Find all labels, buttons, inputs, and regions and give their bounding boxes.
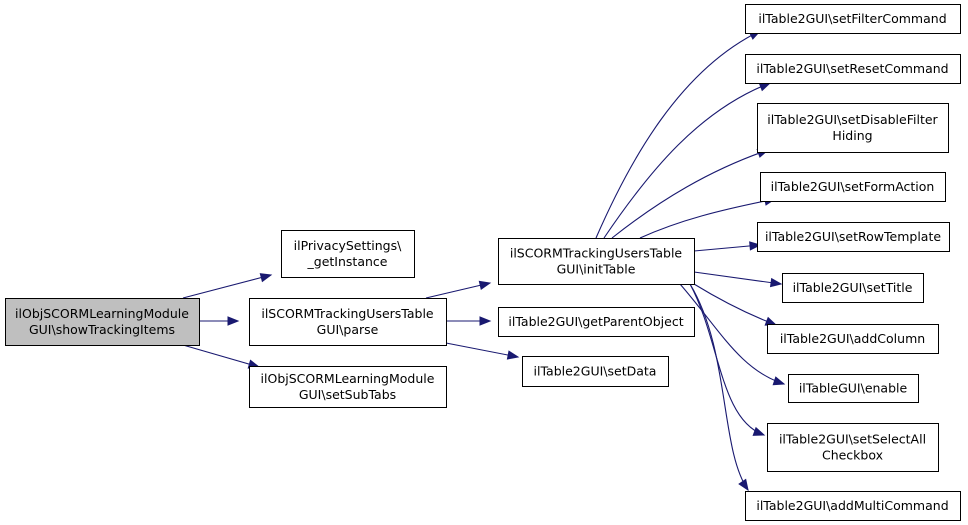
node-label-line: ilObjSCORMLearningModule (261, 371, 435, 386)
node-box (522, 356, 669, 387)
node-box (788, 374, 919, 403)
node-label-line: GUI\parse (317, 322, 379, 337)
node-label-line: ilTable2GUI\addMultiCommand (756, 498, 948, 513)
node-label-line: ilTable2GUI\setFilterCommand (758, 11, 946, 26)
node-label-line: ilPrivacySettings\ (294, 238, 402, 253)
node-label-line: ilTable2GUI\getParentObject (508, 314, 683, 329)
node-label-line: ilSCORMTrackingUsersTable (261, 306, 434, 321)
edges-layer (182, 30, 786, 492)
node-privacy[interactable]: ilPrivacySettings\_getInstance (281, 230, 415, 278)
edge-line (445, 342, 519, 358)
node-box (760, 172, 946, 202)
node-label-line: GUI\setSubTabs (299, 387, 396, 402)
edge-line (679, 283, 785, 385)
edge-line (425, 282, 491, 299)
node-getparent[interactable]: ilTable2GUI\getParentObject (498, 307, 695, 337)
node-label-line: ilTable2GUI\setSelectAll (779, 432, 926, 447)
edge-inittable-to-title (693, 271, 783, 288)
edge-line (595, 30, 761, 239)
edge-root-to-subtabs (182, 344, 261, 369)
edge-line (182, 344, 260, 368)
edge-line (611, 149, 769, 239)
node-box (757, 222, 950, 252)
edge-line (693, 271, 782, 285)
node-label-line: _getInstance (307, 254, 388, 269)
edge-inittable-to-rowtemplate (693, 241, 762, 252)
edge-line (693, 244, 761, 252)
node-box (5, 298, 200, 346)
node-root[interactable]: ilObjSCORMLearningModuleGUI\showTracking… (5, 298, 200, 346)
edge-root-to-privacy (182, 273, 273, 299)
node-label-line: ilTable2GUI\setData (534, 364, 657, 379)
arrowhead-icon (764, 316, 778, 326)
node-title[interactable]: ilTable2GUI\setTitle (782, 273, 924, 303)
edge-line (603, 82, 771, 239)
edge-parse-to-setdata (445, 342, 520, 360)
arrowhead-icon (506, 350, 520, 360)
node-label-line: ilTable2GUI\addColumn (780, 331, 925, 346)
node-box (767, 423, 939, 472)
node-formaction[interactable]: ilTable2GUI\setFormAction (760, 172, 946, 202)
node-label-line: Hiding (832, 128, 872, 143)
edge-inittable-to-multicommand (689, 283, 749, 492)
arrowhead-icon (478, 280, 492, 291)
nodes-layer: ilObjSCORMLearningModuleGUI\showTracking… (5, 4, 961, 521)
arrowhead-icon (752, 426, 766, 436)
node-reset[interactable]: ilTable2GUI\setResetCommand (745, 54, 961, 84)
node-box (745, 491, 961, 521)
node-addcolumn[interactable]: ilTable2GUI\addColumn (767, 324, 939, 354)
node-box (745, 54, 961, 84)
edge-parse-to-getparent (446, 316, 492, 326)
node-box (782, 273, 924, 303)
node-label-line: GUI\initTable (557, 262, 636, 277)
edge-line (639, 198, 776, 239)
node-box (249, 298, 447, 346)
edge-parse-to-inittable (425, 280, 492, 299)
node-label-line: ilTable2GUI\setRowTemplate (765, 229, 941, 244)
arrowhead-icon (758, 82, 772, 92)
arrowhead-icon (259, 273, 273, 283)
edge-inittable-to-selectall (689, 283, 766, 436)
edge-root-to-parse (199, 316, 240, 326)
node-enable[interactable]: ilTableGUI\enable (788, 374, 919, 403)
node-label-line: ilTable2GUI\setFormAction (771, 179, 935, 194)
node-box (281, 230, 415, 278)
node-label-line: ilTableGUI\enable (799, 381, 908, 396)
node-box (498, 307, 695, 337)
arrowhead-icon (769, 277, 783, 288)
edge-line (182, 274, 272, 299)
edge-inittable-to-reset (603, 82, 772, 239)
arrowhead-icon (738, 478, 749, 492)
arrowhead-icon (749, 241, 762, 251)
node-label-line: ilObjSCORMLearningModule (15, 306, 189, 321)
node-box (767, 324, 939, 354)
node-label-line: ilSCORMTrackingUsersTable (510, 246, 683, 261)
node-label-line: ilTable2GUI\setTitle (793, 280, 913, 295)
node-rowtemplate[interactable]: ilTable2GUI\setRowTemplate (757, 222, 950, 252)
arrowhead-icon (227, 316, 240, 326)
node-label-line: GUI\showTrackingItems (29, 322, 175, 337)
node-box (745, 4, 961, 34)
arrowhead-icon (479, 316, 492, 326)
arrowhead-icon (772, 376, 786, 386)
edge-line (689, 283, 749, 491)
node-label-line: ilTable2GUI\setResetCommand (756, 61, 948, 76)
node-label-line: Checkbox (822, 448, 883, 463)
node-filter[interactable]: ilTable2GUI\setFilterCommand (745, 4, 961, 34)
node-multicommand[interactable]: ilTable2GUI\addMultiCommand (745, 491, 961, 521)
node-box (498, 238, 695, 285)
edge-inittable-to-enable (679, 283, 786, 386)
node-box (757, 103, 949, 153)
node-box (249, 366, 447, 408)
node-setdata[interactable]: ilTable2GUI\setData (522, 356, 669, 387)
node-label-line: ilTable2GUI\setDisableFilter (767, 112, 938, 127)
edge-inittable-to-addcolumn (693, 283, 778, 326)
edge-line (689, 283, 765, 436)
